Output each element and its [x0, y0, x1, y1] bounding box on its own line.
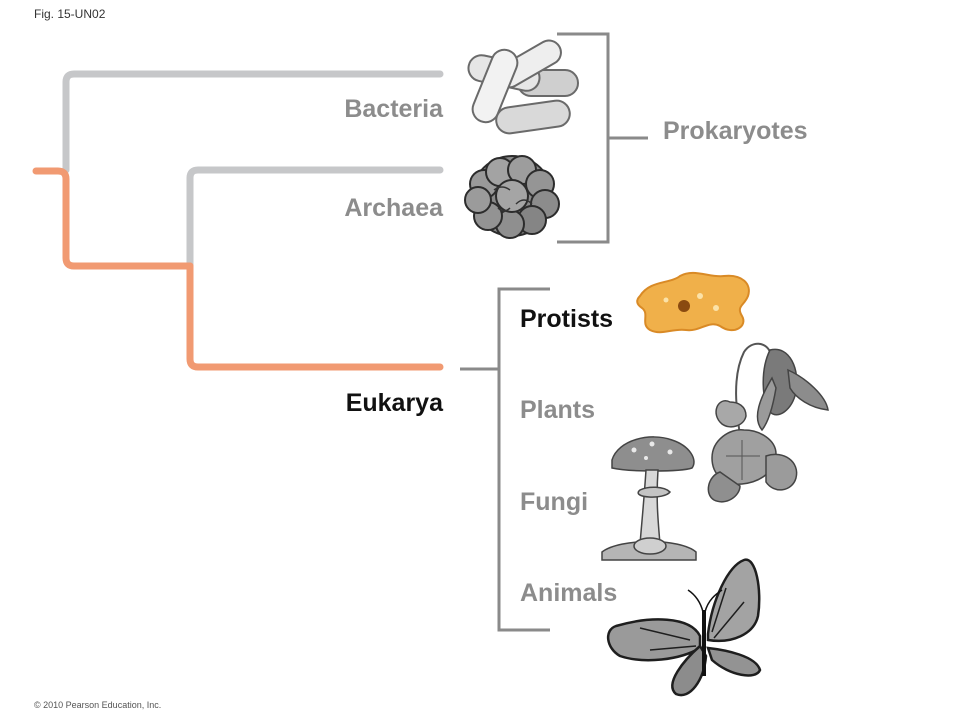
kingdom-label-fungi: Fungi	[520, 488, 589, 516]
prokaryotes-bracket	[557, 32, 648, 244]
fungi-illustration-icon	[601, 436, 697, 561]
kingdom-label-plants: Plants	[520, 396, 596, 424]
bacteria-illustration-icon	[467, 39, 579, 135]
protist-illustration-icon	[636, 271, 750, 334]
branch-archaea	[186, 166, 444, 270]
domain-label-bacteria: Bacteria	[344, 95, 443, 123]
group-label-prokaryotes: Prokaryotes	[663, 117, 808, 145]
branch-root	[32, 167, 194, 270]
domain-label-eukarya: Eukarya	[345, 389, 443, 417]
domain-label-archaea: Archaea	[344, 194, 443, 222]
kingdom-label-animals: Animals	[520, 579, 618, 607]
plant-illustration-icon	[707, 342, 829, 503]
archaea-illustration-icon	[464, 155, 560, 239]
figure-id-label: Fig. 15-UN02	[34, 7, 106, 21]
copyright-notice: © 2010 Pearson Education, Inc.	[34, 700, 162, 710]
branch-eukarya	[186, 262, 444, 371]
animal-illustration-icon	[607, 558, 762, 697]
branch-bacteria	[62, 70, 444, 174]
kingdom-label-protists: Protists	[520, 305, 614, 333]
eukarya-bracket	[460, 287, 550, 632]
tree-branches	[32, 70, 444, 371]
